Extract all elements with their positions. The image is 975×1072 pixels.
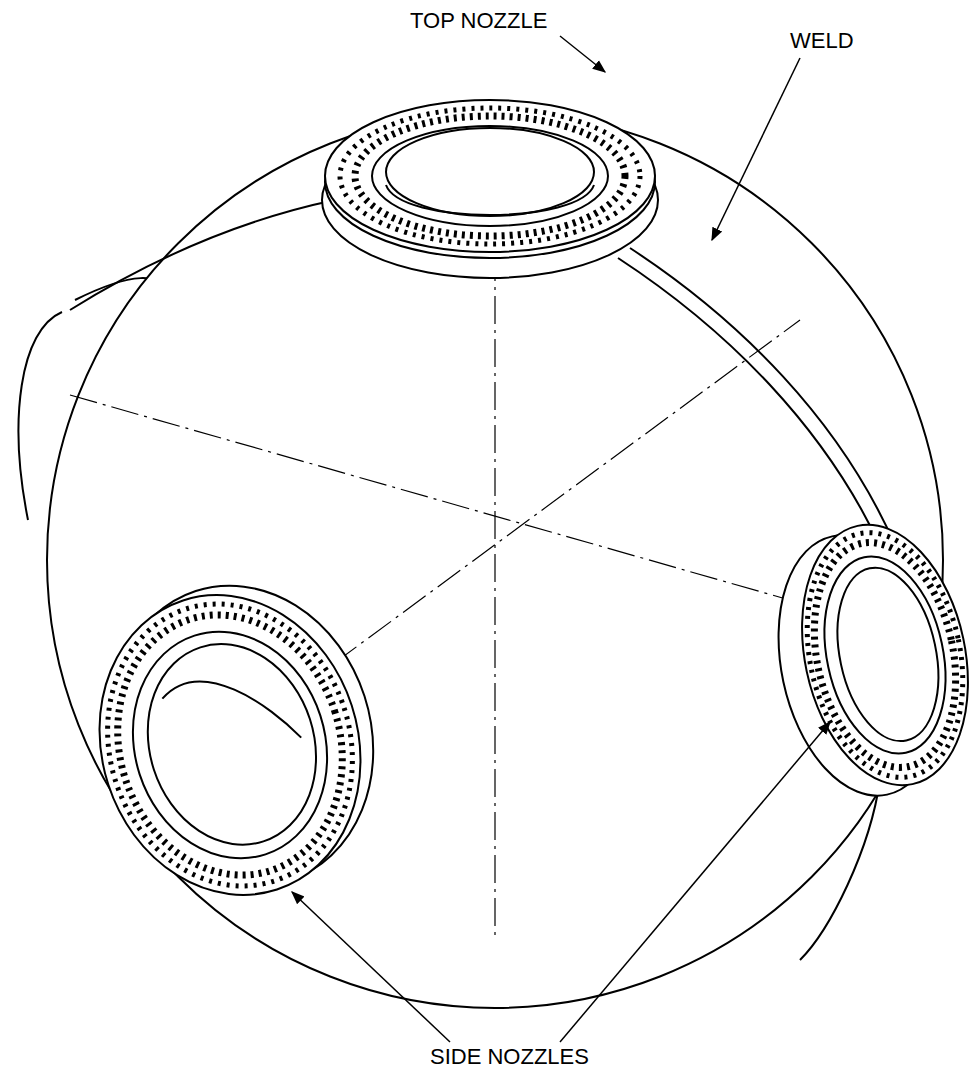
- leader-line: [712, 58, 800, 240]
- callout-label: WELD: [790, 30, 854, 52]
- callout-label: SIDE NOZZLES: [430, 1046, 589, 1068]
- side-nozzle: [755, 509, 975, 811]
- side-nozzle: [60, 551, 413, 929]
- leader-line: [560, 36, 605, 72]
- weld-seam: [70, 200, 335, 310]
- top-nozzle: [322, 100, 658, 278]
- leader-line: [292, 892, 450, 1042]
- callout-label: TOP NOZZLE: [410, 10, 547, 32]
- weld-seam: [800, 780, 880, 960]
- leader-line: [560, 722, 830, 1042]
- center-line: [494, 210, 495, 935]
- weld-seam: [618, 258, 882, 550]
